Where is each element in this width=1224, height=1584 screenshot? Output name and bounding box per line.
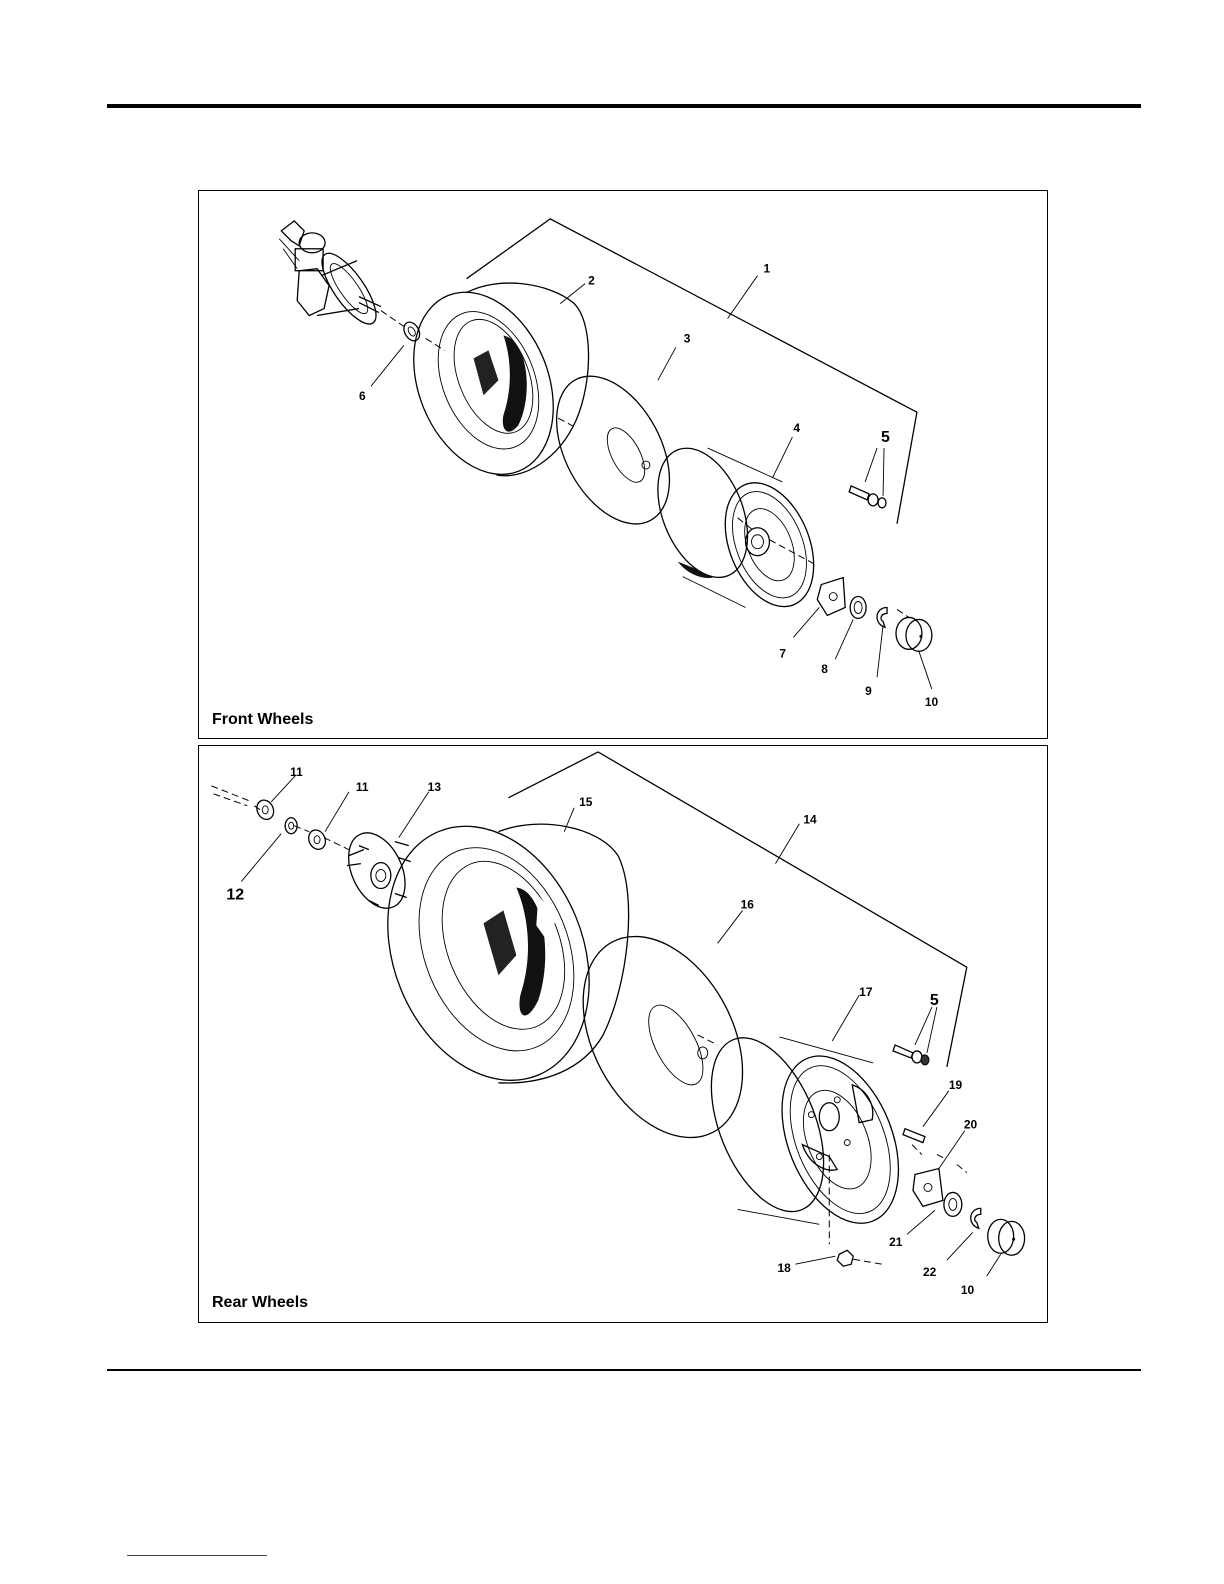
part-17-rim (689, 1022, 921, 1241)
callout-7: 7 (779, 646, 786, 660)
part-6-washer (401, 319, 423, 343)
part-4-rim (640, 435, 830, 620)
front-wheels-exploded-view: 1 2 3 4 5 6 7 8 9 10 (199, 191, 1047, 738)
callout-15: 15 (579, 795, 593, 809)
callout-5-rear: 5 (930, 992, 939, 1009)
part-5-valve-stem (849, 486, 886, 508)
part-10-hub-cap (896, 617, 932, 651)
callout-5: 5 (881, 429, 890, 446)
part-8-washer (850, 597, 866, 619)
assembly-bracket-rear (508, 752, 966, 1067)
callout-12: 12 (226, 886, 244, 903)
callout-6: 6 (359, 389, 366, 403)
part-13-hub (337, 824, 416, 917)
footer-link-underline (127, 1555, 267, 1556)
part-16-tube (551, 909, 775, 1165)
part-20-plate (913, 1169, 943, 1207)
callout-19: 19 (949, 1078, 963, 1092)
callout-9: 9 (865, 684, 872, 698)
footer-rule (107, 1369, 1141, 1371)
rear-wheels-title: Rear Wheels (212, 1294, 308, 1312)
rear-wheels-exploded-view: 11 11 13 15 14 12 16 17 5 19 20 21 22 18… (199, 746, 1047, 1322)
callout-4: 4 (793, 421, 800, 435)
callout-2: 2 (588, 274, 595, 288)
part-11-washer-a (254, 797, 277, 822)
callout-11-b: 11 (356, 780, 369, 794)
part-18-nut (837, 1250, 853, 1266)
callout-16: 16 (741, 897, 755, 911)
callout-17: 17 (859, 985, 873, 999)
part-10-hub-cap-rear (988, 1219, 1025, 1255)
header-rule (107, 104, 1141, 108)
callout-13: 13 (428, 780, 442, 794)
spindle-assembly (279, 221, 385, 332)
front-wheels-diagram: 1 2 3 4 5 6 7 8 9 10 Front Wheels (198, 190, 1048, 739)
rear-wheels-diagram: 11 11 13 15 14 12 16 17 5 19 20 21 22 18… (198, 745, 1048, 1323)
callout-10-rear: 10 (961, 1283, 975, 1297)
part-2-tire (388, 271, 589, 495)
part-9-clip (877, 607, 887, 627)
callout-8: 8 (821, 662, 828, 676)
part-19-key (903, 1129, 925, 1143)
part-15-tire (351, 796, 628, 1111)
callout-21: 21 (889, 1235, 903, 1249)
part-7-plate (817, 578, 845, 616)
callout-18: 18 (777, 1261, 791, 1275)
callout-22: 22 (923, 1265, 937, 1279)
callout-1: 1 (763, 262, 770, 276)
callout-10: 10 (925, 695, 939, 709)
part-5-valve-stem-rear (893, 1045, 929, 1065)
callout-3: 3 (684, 331, 691, 345)
callout-20: 20 (964, 1118, 978, 1132)
front-wheels-title: Front Wheels (212, 711, 313, 729)
callout-14: 14 (803, 813, 817, 827)
part-21-washer (944, 1192, 962, 1216)
part-22-clip (971, 1208, 981, 1228)
callout-11-a: 11 (290, 765, 303, 779)
